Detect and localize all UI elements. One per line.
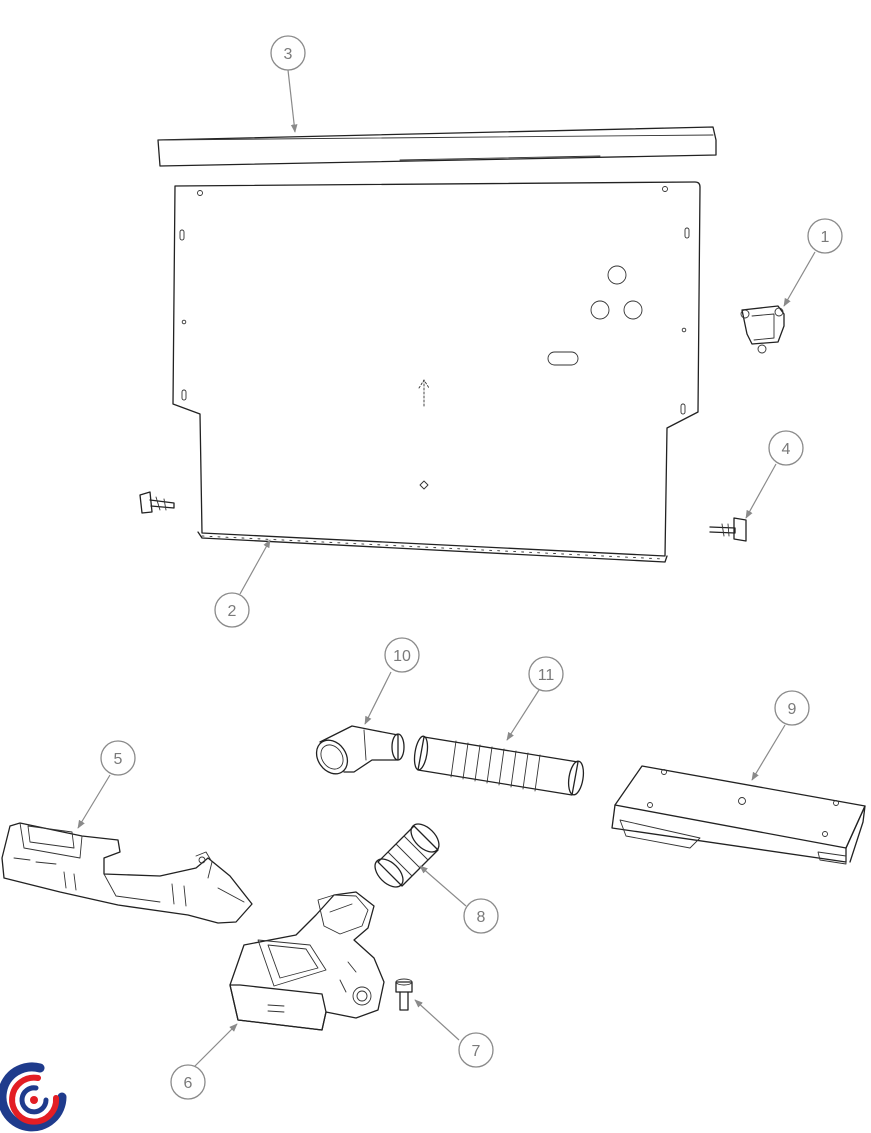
part-6-connector-housing <box>229 891 385 1031</box>
part-9-base-tray <box>611 765 866 865</box>
brand-logo-icon <box>0 1062 67 1132</box>
callout-label-3: 3 <box>284 46 293 63</box>
part-8-flexible-hose <box>374 823 440 888</box>
callout-label-8: 8 <box>477 909 486 926</box>
callout-9: 9 <box>774 690 810 726</box>
leader-lines <box>77 69 816 1067</box>
callout-label-5: 5 <box>114 751 123 768</box>
callout-2: 2 <box>214 592 250 628</box>
callout-label-2: 2 <box>228 603 237 620</box>
part-7-bolt <box>395 978 413 1011</box>
callout-10: 10 <box>384 637 420 673</box>
callout-1: 1 <box>807 218 843 254</box>
part-1-bracket <box>740 305 785 354</box>
callout-11: 11 <box>528 656 564 692</box>
callout-8: 8 <box>463 898 499 934</box>
callout-label-9: 9 <box>788 701 797 718</box>
part-5-intake-housing <box>1 822 253 924</box>
callout-label-6: 6 <box>184 1075 193 1092</box>
part-4-clip-left <box>139 491 175 514</box>
callout-label-11: 11 <box>538 667 555 684</box>
callout-label-10: 10 <box>393 648 411 665</box>
callout-6: 6 <box>170 1064 206 1100</box>
part-4-clip-right <box>709 517 747 542</box>
part-10-elbow-connector <box>315 725 405 775</box>
part-3-top-trim-strip <box>157 126 717 167</box>
callout-4: 4 <box>768 430 804 466</box>
callout-label-7: 7 <box>472 1043 481 1060</box>
callout-label-4: 4 <box>782 441 791 458</box>
callout-3: 3 <box>270 35 306 71</box>
part-2-back-panel <box>172 181 701 563</box>
callout-7: 7 <box>458 1032 494 1068</box>
part-11-corrugated-hose <box>413 735 585 796</box>
callout-label-1: 1 <box>821 229 830 246</box>
callout-5: 5 <box>100 740 136 776</box>
